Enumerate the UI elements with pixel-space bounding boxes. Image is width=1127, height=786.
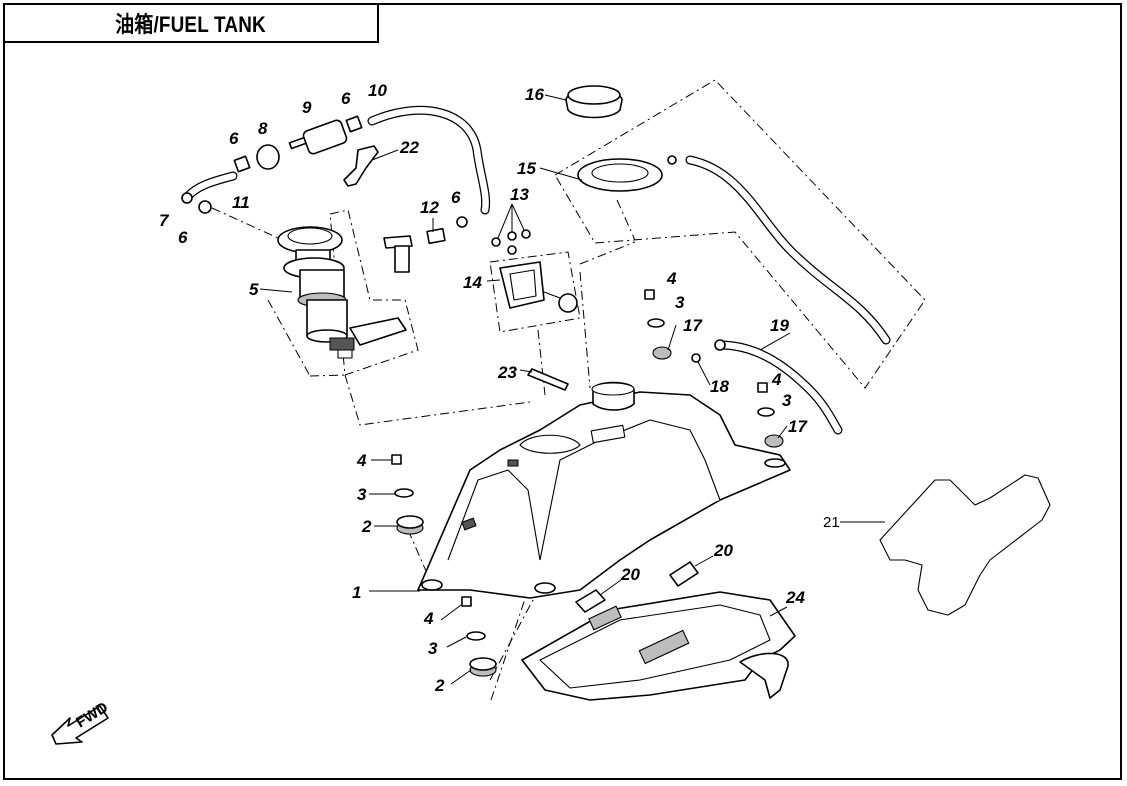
mount-hardware-right xyxy=(644,289,784,448)
callout-9: 9 xyxy=(302,98,312,117)
callout-4: 4 xyxy=(666,269,677,288)
diagram-title: 油箱/FUEL TANK xyxy=(115,12,267,37)
callout-8: 8 xyxy=(258,119,268,138)
bracket-22 xyxy=(343,145,379,187)
callout-11: 11 xyxy=(232,193,250,212)
callout-24: 24 xyxy=(785,588,805,607)
callout-14: 14 xyxy=(463,273,482,292)
callout-4: 4 xyxy=(356,451,367,470)
callout-18: 18 xyxy=(710,377,729,396)
fuel-tank xyxy=(417,381,791,599)
bar-23 xyxy=(527,368,569,391)
callout-16: 16 xyxy=(525,85,544,104)
callout-2: 2 xyxy=(361,517,372,536)
callout-21: 21 xyxy=(823,514,840,531)
callout-1: 1 xyxy=(352,583,361,602)
callout-6: 6 xyxy=(451,188,461,207)
callout-20: 20 xyxy=(620,565,640,584)
callout-6: 6 xyxy=(229,129,239,148)
fwd-arrow-icon: FWD xyxy=(51,699,111,745)
callout-6: 6 xyxy=(178,228,188,247)
callout-19: 19 xyxy=(770,316,789,335)
fuel-level-sender xyxy=(491,229,578,313)
callout-17: 17 xyxy=(788,417,808,436)
fuel-filter-parts xyxy=(181,115,363,214)
callout-20: 20 xyxy=(713,541,733,560)
fuel-cap-assembly xyxy=(565,85,677,192)
callout-10: 10 xyxy=(368,81,387,100)
callout-23: 23 xyxy=(497,363,517,382)
callout-15: 15 xyxy=(517,159,536,178)
title-box: 油箱/FUEL TANK xyxy=(3,3,379,43)
fuel-injector xyxy=(383,216,468,273)
clips-20 xyxy=(575,561,699,613)
callout-6: 6 xyxy=(341,89,351,108)
assembly-dashed-lines xyxy=(211,79,926,701)
callout-3: 3 xyxy=(782,391,792,410)
mount-hardware-left xyxy=(391,454,497,677)
callout-2: 2 xyxy=(434,676,445,695)
callout-3: 3 xyxy=(428,639,438,658)
callout-3: 3 xyxy=(675,293,685,312)
pad-21 xyxy=(879,474,1051,616)
callout-numbers: 1 2 2 3 3 3 3 4 4 4 4 5 6 6 6 6 7 8 9 10… xyxy=(159,81,840,695)
callout-7: 7 xyxy=(159,211,170,230)
callout-17: 17 xyxy=(683,316,703,335)
callout-5: 5 xyxy=(249,280,259,299)
hose-lines xyxy=(183,105,891,435)
callout-13: 13 xyxy=(510,185,529,204)
fuel-pump-assembly xyxy=(277,226,407,359)
leader-lines xyxy=(259,94,885,685)
diagram-frame xyxy=(3,3,1122,780)
heat-shield xyxy=(521,591,796,701)
callout-12: 12 xyxy=(420,198,439,217)
callout-3: 3 xyxy=(357,485,367,504)
callout-4: 4 xyxy=(423,609,434,628)
callout-22: 22 xyxy=(399,138,419,157)
callout-4: 4 xyxy=(771,370,782,389)
